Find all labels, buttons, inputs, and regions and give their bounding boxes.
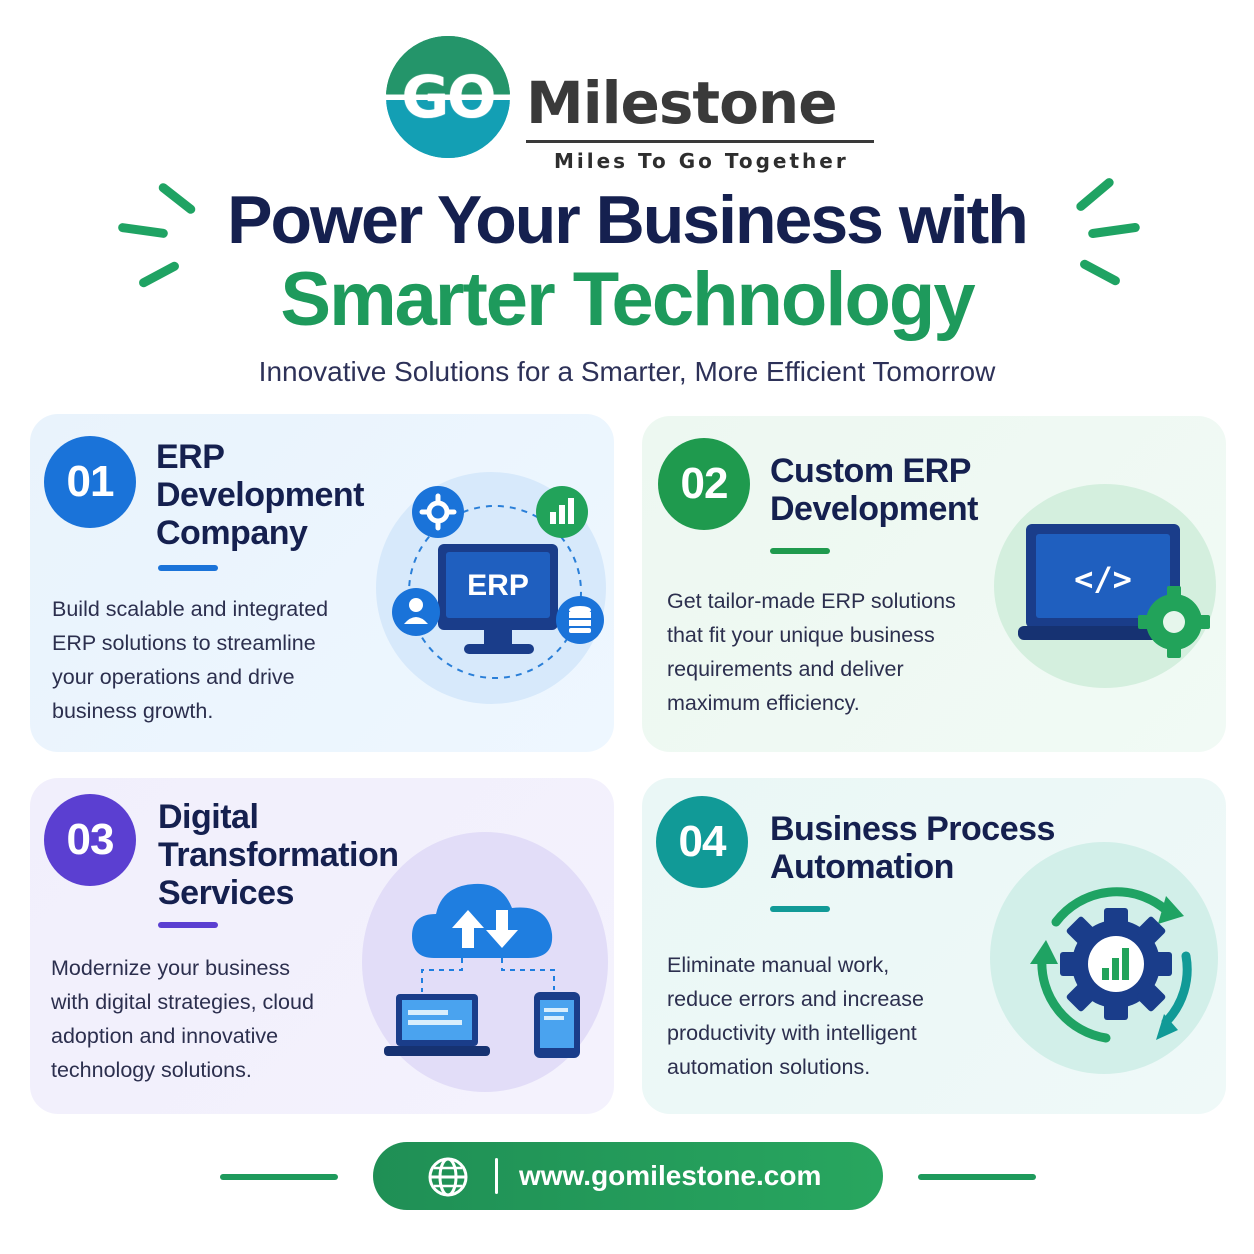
cloud-sync-icon [412,883,553,958]
card-title: ERP Development Company [156,438,365,552]
card-accent-rule [158,922,218,928]
code-symbol: </> [1074,560,1132,598]
card-accent-rule [770,906,830,912]
website-link[interactable]: www.gomilestone.com [373,1142,883,1210]
card-number-badge: 03 [44,794,136,886]
footer-rule-right [918,1174,1036,1180]
gear-cycle-icon [1030,887,1192,1043]
logo-mark-text: GO [401,63,497,131]
brand-tagline: Miles To Go Together [554,149,849,173]
card-description: Get tailor-made ERP solutions that fit y… [667,589,956,715]
erp-illustration: ERP [392,486,604,679]
card-number-badge: 02 [658,438,750,530]
headline-line-1: Power Your Business with [227,182,1029,258]
card-title: Digital Transformation Services [158,798,399,912]
card-description: Eliminate manual work, reduce errors and… [667,953,924,1079]
service-card-process-automation: 04 Business Process Automation Eliminate… [642,778,1226,1114]
service-card-digital-transformation: 03 Digital Transformation Services Moder… [30,778,614,1114]
service-card-custom-erp: 02 Custom ERP Development Get tailor-mad… [642,416,1226,752]
database-icon [556,596,604,644]
brand-logo: GO Milestone Miles To Go Together [386,36,876,173]
card-accent-rule [770,548,830,554]
brand-underline [526,140,874,143]
logo-badge: GO [386,36,510,158]
headline-line-2: Smarter Technology [280,257,975,342]
gear-icon [1138,586,1210,658]
user-icon [392,588,440,636]
card-accent-rule [158,565,218,571]
monitor-icon: ERP [438,544,558,654]
globe-icon [428,1157,468,1197]
footer-divider [495,1158,498,1194]
bar-chart-icon [536,486,588,538]
erp-screen-label: ERP [467,569,529,602]
website-url[interactable]: www.gomilestone.com [519,1160,822,1191]
tablet-icon [534,992,580,1058]
footer-rule-left [220,1174,338,1180]
subheadline: Innovative Solutions for a Smarter, More… [258,356,996,387]
card-title: Custom ERP Development [770,452,979,528]
laptop-icon [384,994,490,1056]
card-description: Modernize your business with digital str… [51,956,314,1082]
cloud-sync-illustration [384,883,580,1058]
card-description: Build scalable and integrated ERP soluti… [52,597,329,723]
card-number-badge: 01 [44,436,136,528]
card-title: Business Process Automation [770,810,1055,886]
brand-name: Milestone [526,69,838,137]
service-card-erp-development: 01 ERP Development Company Build scalabl… [30,414,614,752]
gear-icon [412,486,464,538]
bar-chart-icon [1102,948,1129,980]
laptop-code-icon: </> [1018,524,1210,658]
card-number-badge: 04 [656,796,748,888]
